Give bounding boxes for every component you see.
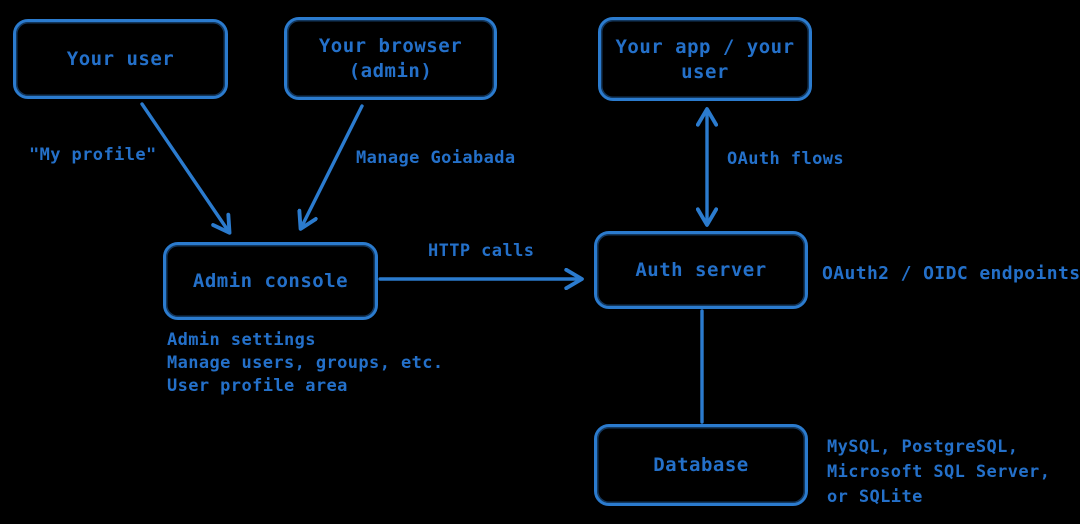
node-your-app-label-line2: user <box>681 60 729 83</box>
node-admin-console-label: Admin console <box>192 270 349 292</box>
node-admin-console: Admin console <box>163 242 378 320</box>
admin-console-note-line1: Admin settings <box>167 330 316 350</box>
edge-label-http-calls: HTTP calls <box>428 241 535 261</box>
node-your-app-your-user: Your app / your user <box>598 17 812 101</box>
node-auth-server: Auth server <box>594 231 808 309</box>
node-your-app-label-line1: Your app / your <box>615 35 795 58</box>
node-your-user: Your user <box>13 19 228 99</box>
edge-label-my-profile: "My profile" <box>29 145 157 165</box>
database-engines-note: MySQL, PostgreSQL, Microsoft SQL Server,… <box>827 435 1050 510</box>
edge-label-manage-goiabada: Manage Goiabada <box>356 148 516 168</box>
node-your-browser-admin: Your browser (admin) <box>284 17 497 100</box>
auth-server-endpoints-note: OAuth2 / OIDC endpoints <box>822 263 1080 284</box>
node-auth-server-label: Auth server <box>635 259 767 281</box>
node-your-user-label: Your user <box>66 48 175 70</box>
database-note-line1: MySQL, PostgreSQL, <box>827 437 1019 457</box>
admin-console-note-line2: Manage users, groups, etc. <box>167 353 444 373</box>
arrow-your-user-to-admin-console <box>140 102 229 232</box>
database-note-line3: or SQLite <box>827 487 923 507</box>
admin-console-note: Admin settings Manage users, groups, etc… <box>167 329 444 398</box>
arrow-your-browser-to-admin-console <box>301 104 364 228</box>
node-database-label: Database <box>653 454 749 476</box>
database-note-line2: Microsoft SQL Server, <box>827 462 1051 482</box>
admin-console-note-line3: User profile area <box>167 376 348 396</box>
edge-label-oauth-flows: OAuth flows <box>727 149 844 169</box>
node-your-browser-label-line2: (admin) <box>348 60 433 82</box>
node-database: Database <box>594 424 808 506</box>
node-your-browser-label-line1: Your browser <box>318 35 463 57</box>
